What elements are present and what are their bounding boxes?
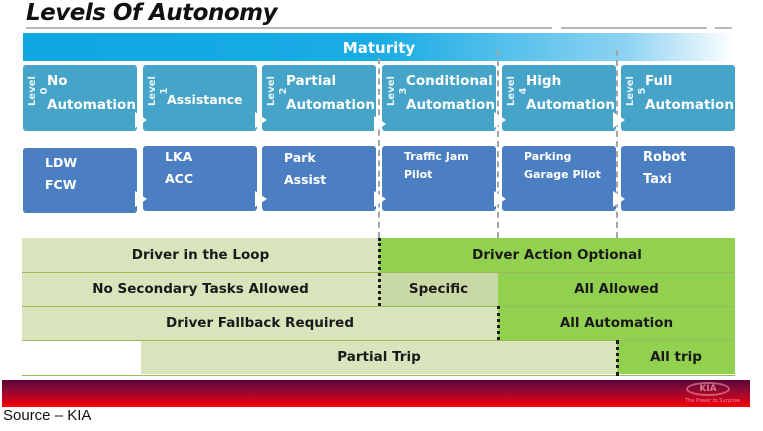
- level-tag: Level 4: [506, 76, 529, 106]
- feature-line1: LDW: [45, 155, 78, 170]
- driver-fallback-band: Driver Fallback Required: [22, 306, 498, 340]
- level-name-line2: Automation: [526, 97, 615, 113]
- driver-in-loop-band: Driver in the Loop: [22, 238, 379, 272]
- arrow-right-icon: [613, 112, 625, 128]
- title-underline-segment: [715, 27, 732, 29]
- level-5-box: Level 5 Full Automation: [621, 65, 735, 131]
- level-name: Full Automation: [645, 69, 741, 117]
- level-name-line2: Automation: [47, 97, 136, 113]
- level-name: Assistance: [167, 92, 243, 107]
- title-underline: [26, 27, 552, 29]
- feature-box-level-2: Park Assist: [262, 146, 376, 211]
- feature-line2: Garage Pilot: [524, 168, 601, 181]
- page-title: Levels Of Autonomy: [26, 0, 278, 26]
- feature-box-level-5: Robot Taxi: [621, 146, 735, 211]
- specific-tasks-band: Specific: [379, 272, 498, 306]
- kia-tagline: The Power to Surprise: [685, 398, 740, 404]
- feature-line1: Robot: [643, 150, 687, 165]
- driver-action-optional-band: Driver Action Optional: [379, 238, 735, 272]
- arrow-right-icon: [374, 116, 386, 132]
- partial-trip-band: Partial Trip: [141, 340, 617, 374]
- feature-line1: Park: [284, 150, 316, 165]
- maturity-banner: Maturity: [23, 33, 735, 61]
- arrow-right-icon: [255, 112, 267, 128]
- feature-line2: Pilot: [404, 168, 433, 181]
- level-divider: [497, 50, 499, 238]
- level-tag: Level 3: [386, 76, 409, 106]
- level-tag: Level 2: [266, 76, 289, 106]
- arrow-right-icon: [255, 191, 267, 207]
- feature-box-level-1: LKA ACC: [143, 146, 257, 211]
- feature-box-level-3: Traffic Jam Pilot: [382, 146, 496, 211]
- feature-text: LDW FCW: [45, 152, 77, 196]
- level-tag: Level 5: [625, 76, 648, 106]
- level-tag: Level 0: [27, 76, 50, 106]
- arrow-right-icon: [374, 191, 386, 207]
- level-1-box: Level 1 Assistance: [143, 65, 257, 131]
- boundary-dotted-line: [378, 238, 381, 306]
- level-0-box: Level 0 No Automation: [23, 65, 137, 131]
- row-divider: [22, 306, 735, 307]
- level-name: No Automation: [47, 69, 143, 117]
- feature-text: Traffic Jam Pilot: [404, 148, 469, 184]
- all-allowed-band: All Allowed: [498, 272, 735, 306]
- row-divider: [22, 375, 735, 376]
- arrow-right-icon: [135, 191, 147, 207]
- level-name-line2: Automation: [406, 97, 495, 113]
- arrow-right-icon: [494, 112, 506, 128]
- feature-text: Park Assist: [284, 147, 326, 191]
- feature-line2: FCW: [45, 177, 77, 192]
- arrow-right-icon: [135, 112, 147, 128]
- level-name-line2: Automation: [286, 97, 375, 113]
- feature-line1: Traffic Jam: [404, 150, 469, 163]
- level-3-box: Level 3 Conditional Automation: [382, 65, 496, 131]
- level-name: Partial Automation: [286, 69, 382, 117]
- feature-line2: Taxi: [643, 172, 672, 187]
- feature-text: LKA ACC: [165, 146, 193, 190]
- feature-line1: LKA: [165, 149, 193, 164]
- all-automation-band: All Automation: [498, 306, 735, 340]
- source-caption: Source – KIA: [3, 407, 92, 424]
- feature-line1: Parking: [524, 150, 572, 163]
- level-name-line1: Partial: [286, 73, 337, 89]
- feature-box-level-0: LDW FCW: [23, 148, 137, 213]
- row-divider: [22, 340, 735, 341]
- feature-text: Parking Garage Pilot: [524, 148, 601, 184]
- level-name-line1: Conditional: [406, 73, 493, 89]
- feature-line2: ACC: [165, 171, 194, 186]
- boundary-dotted-line: [497, 306, 500, 340]
- level-name-line1: High: [526, 73, 562, 89]
- kia-logo: KIA: [686, 382, 730, 396]
- level-name-line2: Automation: [645, 97, 734, 113]
- level-divider: [616, 50, 618, 238]
- feature-box-level-4: Parking Garage Pilot: [502, 146, 616, 211]
- level-name-line1: No: [47, 73, 68, 89]
- feature-text: Robot Taxi: [643, 147, 686, 191]
- level-name-line1: Full: [645, 73, 673, 89]
- level-2-box: Level 2 Partial Automation: [262, 65, 376, 131]
- boundary-dotted-line: [616, 340, 619, 376]
- feature-line2: Assist: [284, 172, 327, 187]
- arrow-right-icon: [494, 191, 506, 207]
- level-name: High Automation: [526, 69, 622, 117]
- arrow-right-icon: [613, 191, 625, 207]
- level-4-box: Level 4 High Automation: [502, 65, 616, 131]
- no-secondary-tasks-band: No Secondary Tasks Allowed: [22, 272, 379, 306]
- level-name: Conditional Automation: [406, 69, 502, 117]
- footer-banner: KIA The Power to Surprise: [2, 380, 750, 407]
- level-divider: [378, 58, 380, 238]
- title-underline-segment: [561, 27, 707, 29]
- level-tag: Level 1: [147, 76, 170, 106]
- all-trip-band: All trip: [617, 340, 735, 374]
